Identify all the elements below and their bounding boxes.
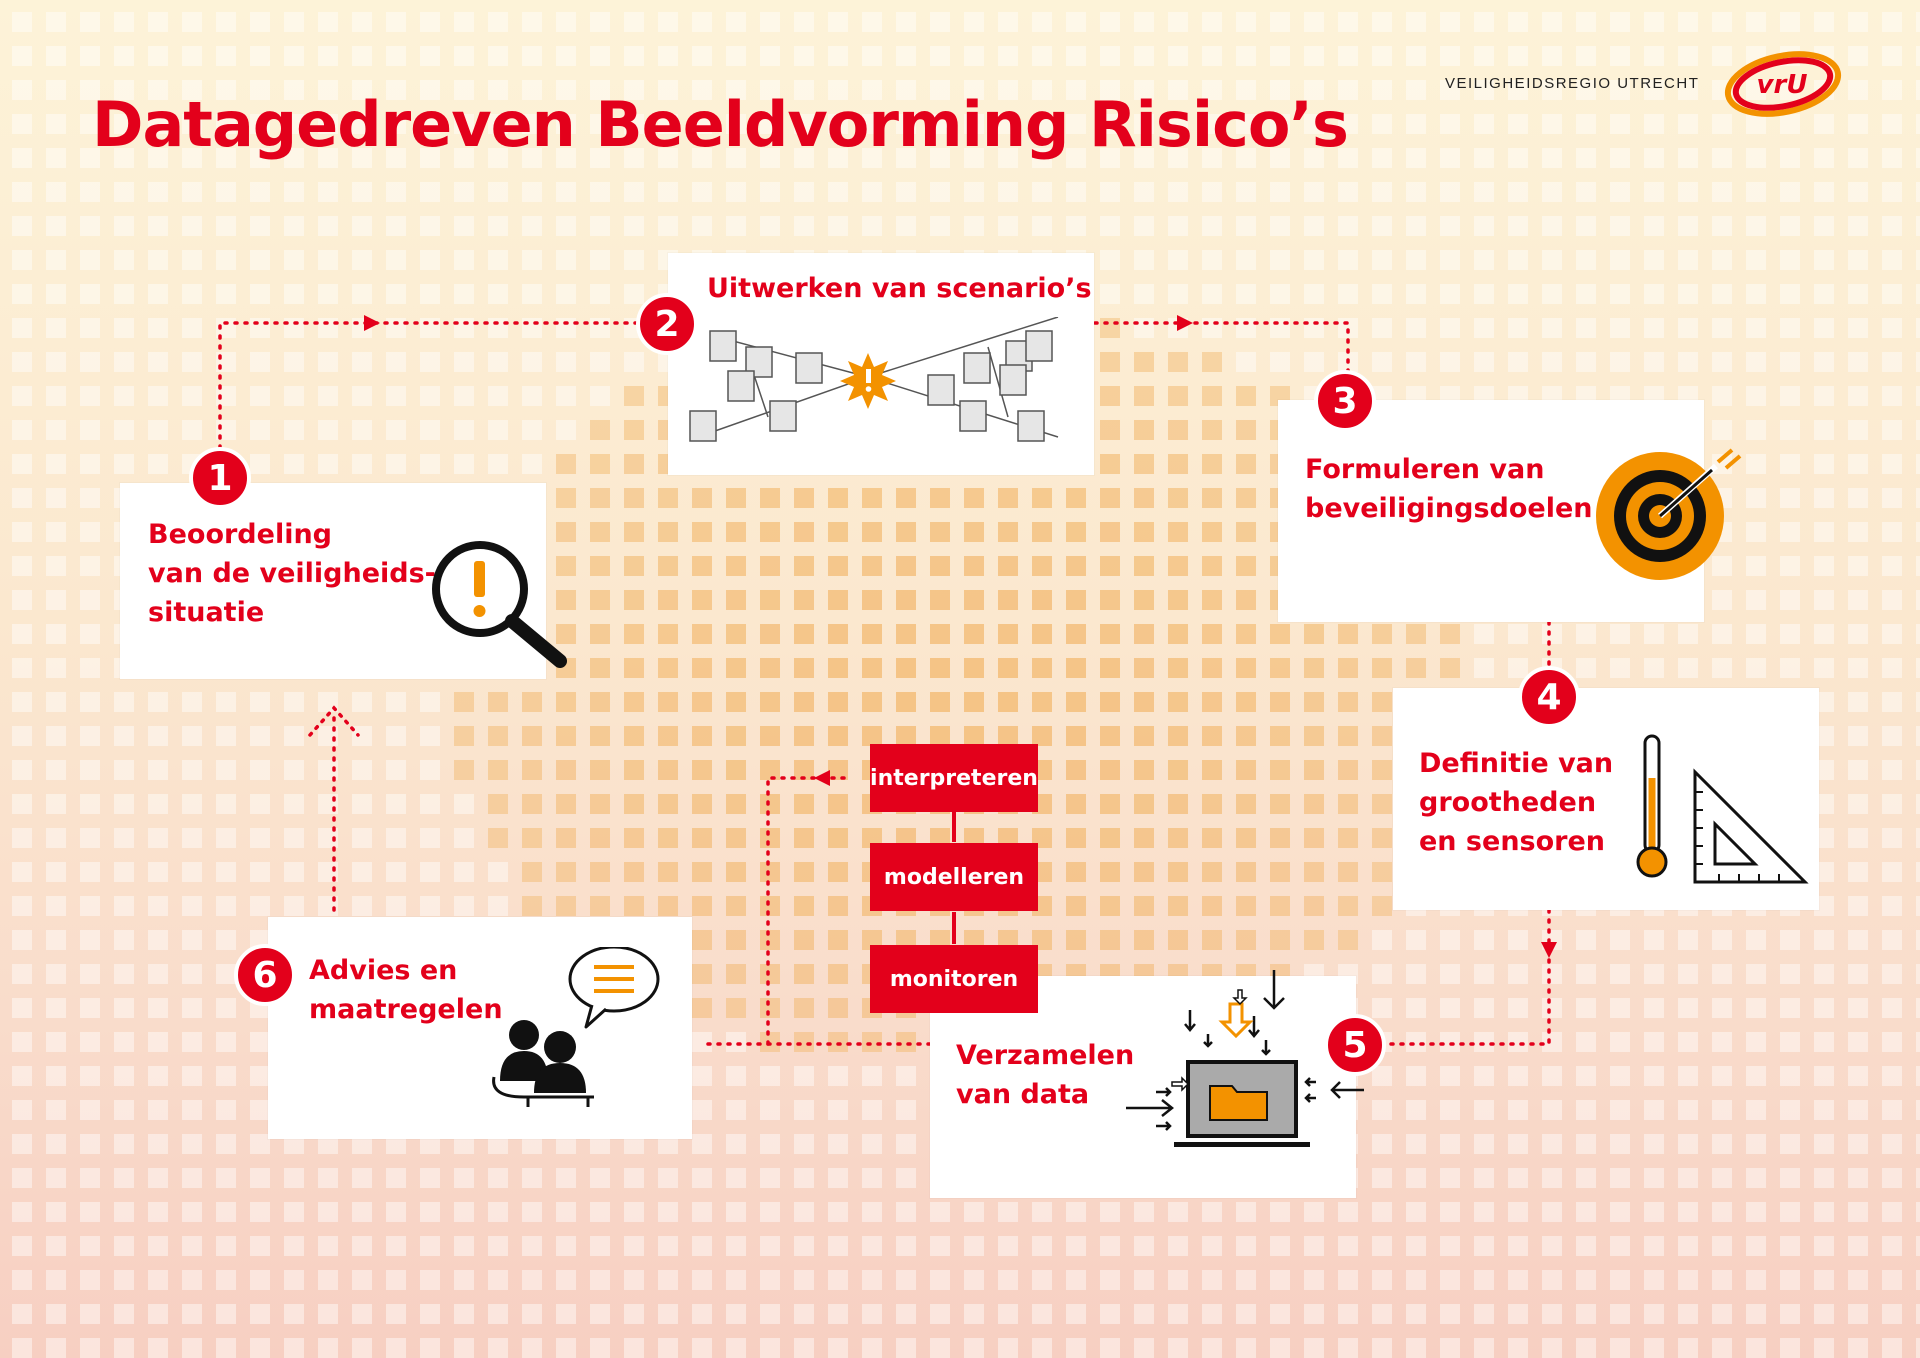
step-6-label: Advies en maatregelen <box>309 955 503 1025</box>
arrow-right-1 <box>364 315 380 331</box>
modelleren-box: modelleren <box>870 843 1038 911</box>
step-4-badge: 4 <box>1518 666 1580 728</box>
arrow-left-loop <box>814 770 830 786</box>
arrow-down-3 <box>1541 942 1557 958</box>
monitoren-box: monitoren <box>870 945 1038 1013</box>
connector-4-5 <box>1388 908 1551 1046</box>
step-3-badge: 3 <box>1314 370 1376 432</box>
step-5-label: Verzamelen van data <box>956 1040 1135 1110</box>
svg-text:vrU: vrU <box>1757 70 1808 100</box>
thermometer-ruler-icon <box>1636 734 1809 884</box>
arrow-up-1 <box>308 705 360 737</box>
step-4-card: Definitie van grootheden en sensoren <box>1393 688 1819 910</box>
step-6-badge: 6 <box>234 944 296 1006</box>
step-2-label: Uitwerken van scenario’s <box>707 273 1092 304</box>
step-3-label: Formuleren van beveiligingsdoelen <box>1305 454 1593 524</box>
step-2-card: Uitwerken van scenario’s <box>668 253 1094 475</box>
page-title: Datagedreven Beeldvorming Risico’s <box>92 88 1349 161</box>
scenario-network-icon <box>689 317 1059 442</box>
step-6-card: Advies en maatregelen <box>268 917 692 1139</box>
laptop-data-icon <box>1126 970 1364 1147</box>
target-icon <box>1596 448 1742 580</box>
magnifier-alert-icon <box>432 541 567 668</box>
step-1-badge: 1 <box>189 447 251 509</box>
step-5-badge: 5 <box>1324 1014 1386 1076</box>
step-2-badge: 2 <box>636 293 698 355</box>
arrow-right-2 <box>1177 315 1193 331</box>
connector-2-3 <box>1093 321 1350 374</box>
step-1-card: Beoordeling van de veiligheids- situatie <box>120 483 567 679</box>
people-speech-icon <box>492 947 660 1107</box>
organization-name: VEILIGHEIDSREGIO UTRECHT <box>1445 75 1700 92</box>
connector-analysis-loop <box>766 776 852 1046</box>
step-5-card: Verzamelen van data <box>930 970 1364 1198</box>
step-1-label: Beoordeling van de veiligheids- situatie <box>148 519 436 628</box>
connector-1-2 <box>218 321 662 450</box>
step-3-card: Formuleren van beveiligingsdoelen <box>1278 400 1742 622</box>
interpreteren-box: interpreteren <box>870 744 1038 812</box>
vru-logo-icon: vrU <box>1724 51 1842 117</box>
step-4-label: Definitie van grootheden en sensoren <box>1419 748 1614 857</box>
